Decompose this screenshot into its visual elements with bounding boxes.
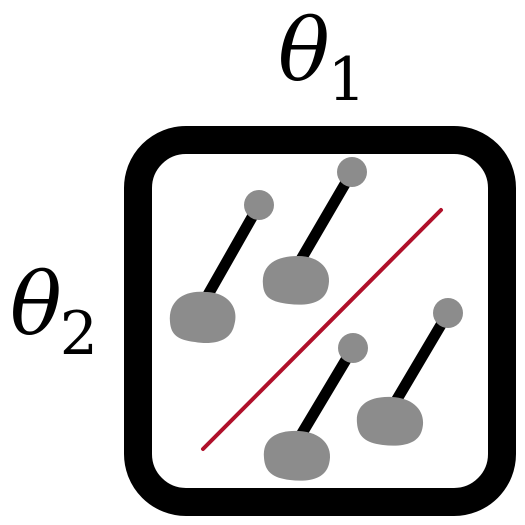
theta-1-subscript: 1 bbox=[327, 45, 366, 115]
theta-2-label: θ2 bbox=[10, 262, 98, 364]
frame-box bbox=[124, 126, 516, 516]
pendulum-4 bbox=[356, 298, 463, 446]
pendulum-2 bbox=[262, 157, 367, 305]
pendulum-2-pivot bbox=[337, 157, 367, 187]
pendulum-2-rod bbox=[290, 166, 358, 274]
pendulum-2-bob bbox=[262, 256, 330, 305]
pendulum-1-pivot bbox=[244, 190, 274, 220]
pendulum-1 bbox=[169, 190, 274, 344]
theta-2-subscript: 2 bbox=[59, 299, 98, 369]
diagonal-line bbox=[201, 208, 443, 451]
pendulum-3-pivot bbox=[338, 333, 368, 363]
pendulum-3 bbox=[263, 333, 368, 481]
theta-1-label: θ1 bbox=[278, 8, 366, 110]
pendulum-3-rod bbox=[292, 342, 359, 446]
pendulum-1-bob bbox=[169, 291, 236, 344]
theta-1-symbol: θ bbox=[278, 1, 330, 101]
pendulum-4-pivot bbox=[433, 298, 463, 328]
pendulum-4-rod bbox=[387, 307, 454, 412]
pendulum-1-rod bbox=[199, 199, 265, 306]
theta-2-symbol: θ bbox=[10, 255, 62, 355]
pendulum-4-bob bbox=[356, 396, 424, 446]
pendulum-3-bob bbox=[263, 430, 331, 481]
